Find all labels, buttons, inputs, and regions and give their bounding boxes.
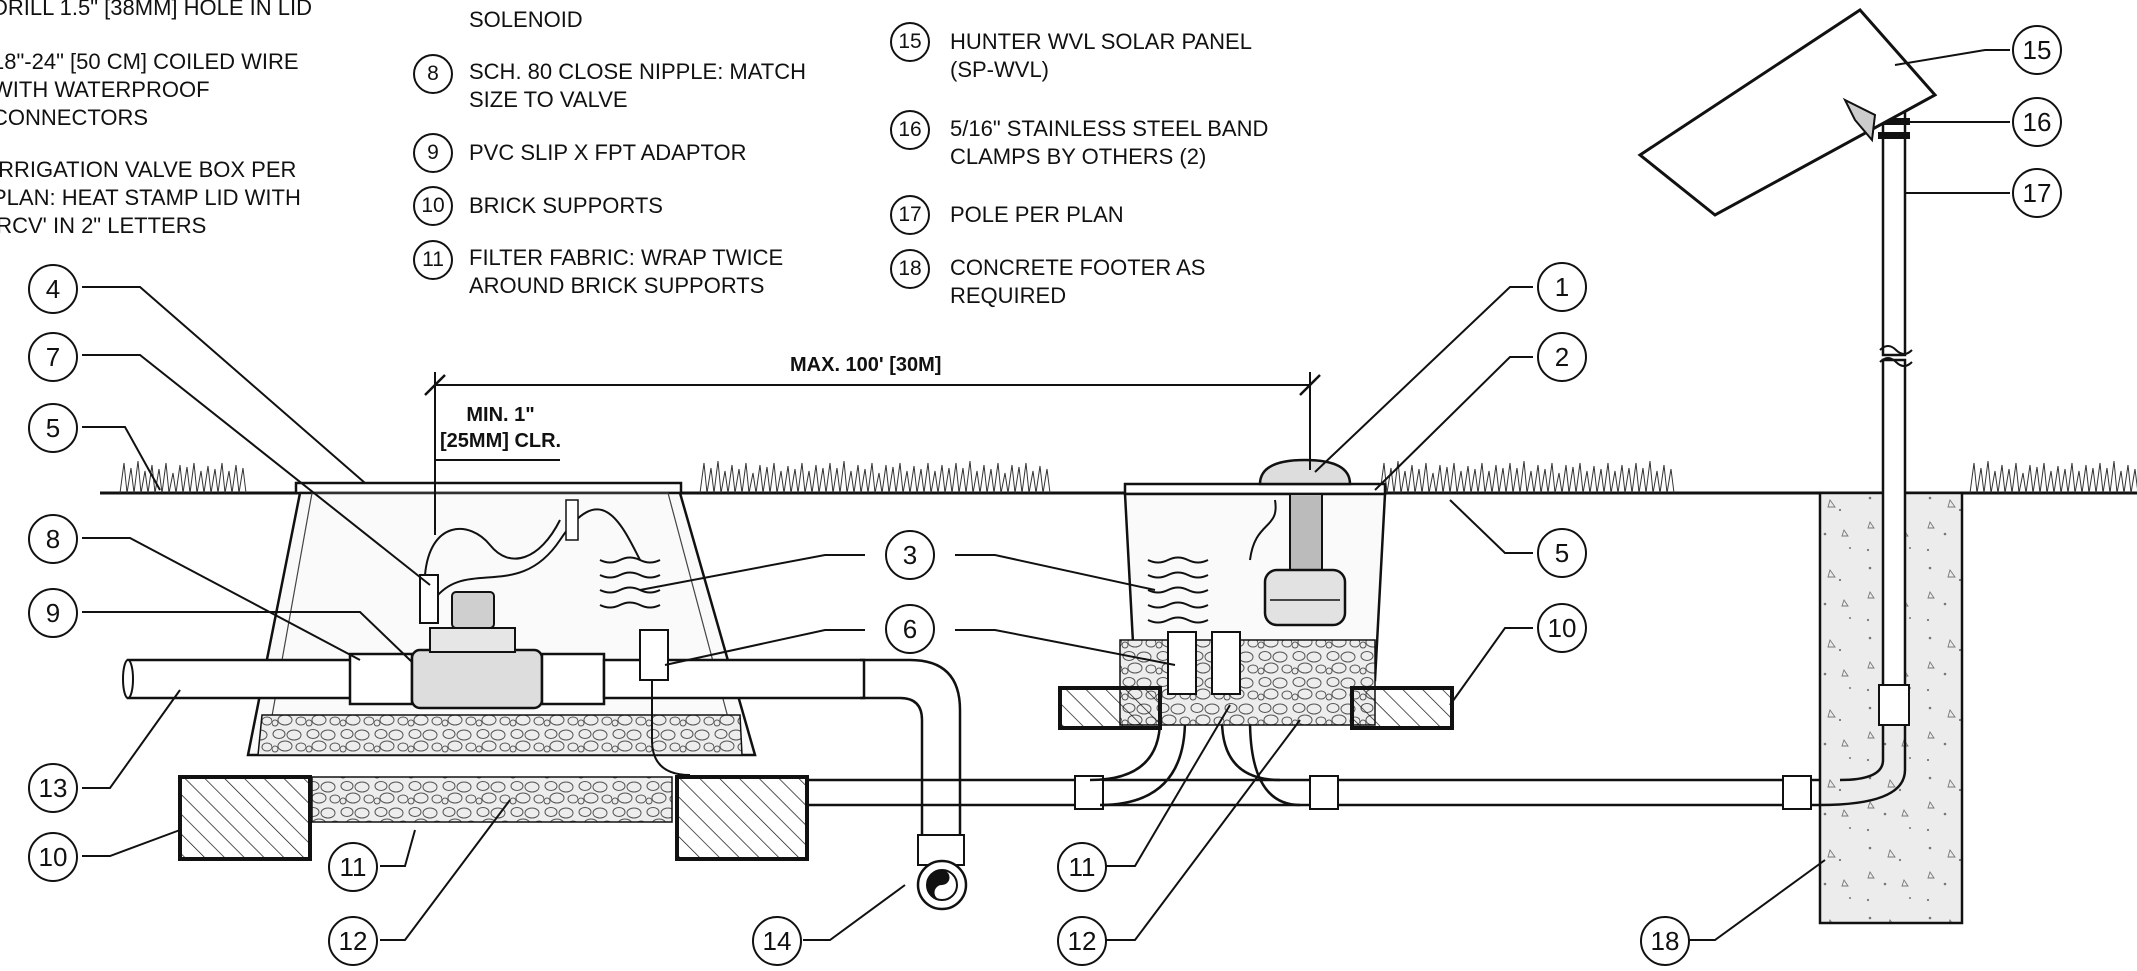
note-line: REQUIRED — [950, 283, 1067, 308]
dimension-max-run: MAX. 100' [30M] — [790, 354, 942, 376]
callout-18: 18 — [1640, 916, 1690, 966]
note-concrete-footer: CONCRETE FOOTER AS REQUIRED — [950, 254, 1205, 310]
brick-right-b — [1350, 686, 1454, 730]
note-filter-fabric: FILTER FABRIC: WRAP TWICE AROUND BRICK S… — [469, 244, 783, 300]
note-band-clamps: 5/16" STAINLESS STEEL BAND CLAMPS BY OTH… — [950, 115, 1268, 171]
note-number-15: 15 — [890, 22, 930, 62]
note-number-11: 11 — [413, 240, 453, 280]
callout-17: 17 — [2012, 168, 2062, 218]
note-line: 5/16" STAINLESS STEEL BAND — [950, 116, 1269, 141]
note-adaptor: PVC SLIP X FPT ADAPTOR — [469, 139, 747, 167]
callout-10-right: 10 — [1537, 603, 1587, 653]
note-drill-hole: DRILL 1.5" [38MM] HOLE IN LID — [0, 0, 312, 22]
note-solar-panel: HUNTER WVL SOLAR PANEL (SP-WVL) — [950, 28, 1252, 84]
note-line: AROUND BRICK SUPPORTS — [469, 273, 765, 298]
callout-10-left: 10 — [28, 832, 78, 882]
dimension-clearance-line: [25MM] CLR. — [440, 430, 562, 452]
note-line: SOLENOID — [469, 7, 583, 32]
callout-12-left: 12 — [328, 916, 378, 966]
note-line: DRILL 1.5" [38MM] HOLE IN LID — [0, 0, 312, 20]
solar-panel — [1637, 8, 1938, 217]
callout-11-right: 11 — [1057, 842, 1107, 892]
note-number-10: 10 — [413, 186, 453, 226]
callout-14: 14 — [752, 916, 802, 966]
note-line: FILTER FABRIC: WRAP TWICE — [469, 245, 784, 270]
gravel-base-left — [311, 776, 673, 823]
note-line: PVC SLIP X FPT ADAPTOR — [469, 140, 747, 165]
callout-6: 6 — [885, 604, 935, 654]
note-line: 'RCV' IN 2" LETTERS — [0, 213, 207, 238]
callout-2: 2 — [1537, 332, 1587, 382]
pipe-run — [807, 658, 1840, 911]
brick-left-a — [178, 775, 312, 861]
decoder-cap — [1258, 458, 1352, 486]
dimension-lines — [424, 372, 1321, 535]
pole-lower — [1881, 358, 1907, 692]
gravel-right — [1119, 639, 1376, 726]
note-pole: POLE PER PLAN — [950, 201, 1124, 229]
callout-8: 8 — [28, 514, 78, 564]
note-coiled-wire: 18"-24" [50 CM] COILED WIRE WITH WATERPR… — [0, 48, 299, 132]
note-line: POLE PER PLAN — [950, 202, 1124, 227]
grass-mid — [699, 460, 1051, 494]
note-number-9: 9 — [413, 133, 453, 173]
coiled-wire-right — [1147, 556, 1209, 624]
note-number-16: 16 — [890, 110, 930, 150]
coiled-wire-left — [599, 556, 661, 609]
valve-box-right — [1058, 458, 1454, 730]
leader-lines — [82, 49, 2010, 941]
note-line: SIZE TO VALVE — [469, 87, 628, 112]
inlet-pipe — [126, 658, 360, 700]
callout-16: 16 — [2012, 97, 2062, 147]
note-line: CONNECTORS — [0, 105, 149, 130]
dimension-clearance-line: MIN. 1" — [466, 404, 535, 426]
callout-11-left: 11 — [328, 842, 378, 892]
note-line: BRICK SUPPORTS — [469, 193, 663, 218]
note-close-nipple: SCH. 80 CLOSE NIPPLE: MATCH SIZE TO VALV… — [469, 58, 806, 114]
note-brick-supports: BRICK SUPPORTS — [469, 192, 663, 220]
callout-4: 4 — [28, 264, 78, 314]
note-line: CLAMPS BY OTHERS (2) — [950, 144, 1207, 169]
note-number-18: 18 — [890, 249, 930, 289]
brick-left-b — [675, 775, 809, 861]
callout-15: 15 — [2012, 25, 2062, 75]
gravel-left — [257, 714, 743, 756]
grass-far-right — [1969, 460, 2137, 494]
band-clamp-a — [1878, 118, 1910, 125]
callout-12-right: 12 — [1057, 916, 1107, 966]
callout-1: 1 — [1537, 262, 1587, 312]
note-line: (SP-WVL) — [950, 57, 1049, 82]
solar-assembly — [1637, 8, 1964, 925]
note-number-17: 17 — [890, 195, 930, 235]
callout-3: 3 — [885, 530, 935, 580]
brick-right-a — [1058, 686, 1162, 730]
band-clamp-b — [1878, 132, 1910, 139]
callout-5-left: 5 — [28, 403, 78, 453]
note-line: PLAN: HEAT STAMP LID WITH — [0, 185, 301, 210]
note-number-8: 8 — [413, 54, 453, 94]
note-line: 18"-24" [50 CM] COILED WIRE — [0, 49, 299, 74]
valve-box-lid — [294, 481, 683, 495]
note-valve-box: IRRIGATION VALVE BOX PER PLAN: HEAT STAM… — [0, 156, 301, 240]
valve-assembly-left — [122, 499, 866, 776]
callout-13: 13 — [28, 763, 78, 813]
note-line: HUNTER WVL SOLAR PANEL — [950, 29, 1252, 54]
valve-box-lid-right — [1123, 482, 1387, 496]
note-line: SCH. 80 CLOSE NIPPLE: MATCH — [469, 59, 807, 84]
note-line: WITH WATERPROOF — [0, 77, 210, 102]
callout-7: 7 — [28, 332, 78, 382]
note-line: CONCRETE FOOTER AS — [950, 255, 1206, 280]
dimension-clearance: MIN. 1" [25MM] CLR. — [440, 402, 561, 454]
note-line: IRRIGATION VALVE BOX PER — [0, 157, 297, 182]
solenoid — [419, 574, 439, 624]
note-solenoid: SOLENOID — [469, 6, 583, 34]
grass-right — [1379, 460, 1675, 494]
callout-5-right: 5 — [1537, 528, 1587, 578]
grass-left — [119, 460, 247, 494]
callout-9: 9 — [28, 588, 78, 638]
